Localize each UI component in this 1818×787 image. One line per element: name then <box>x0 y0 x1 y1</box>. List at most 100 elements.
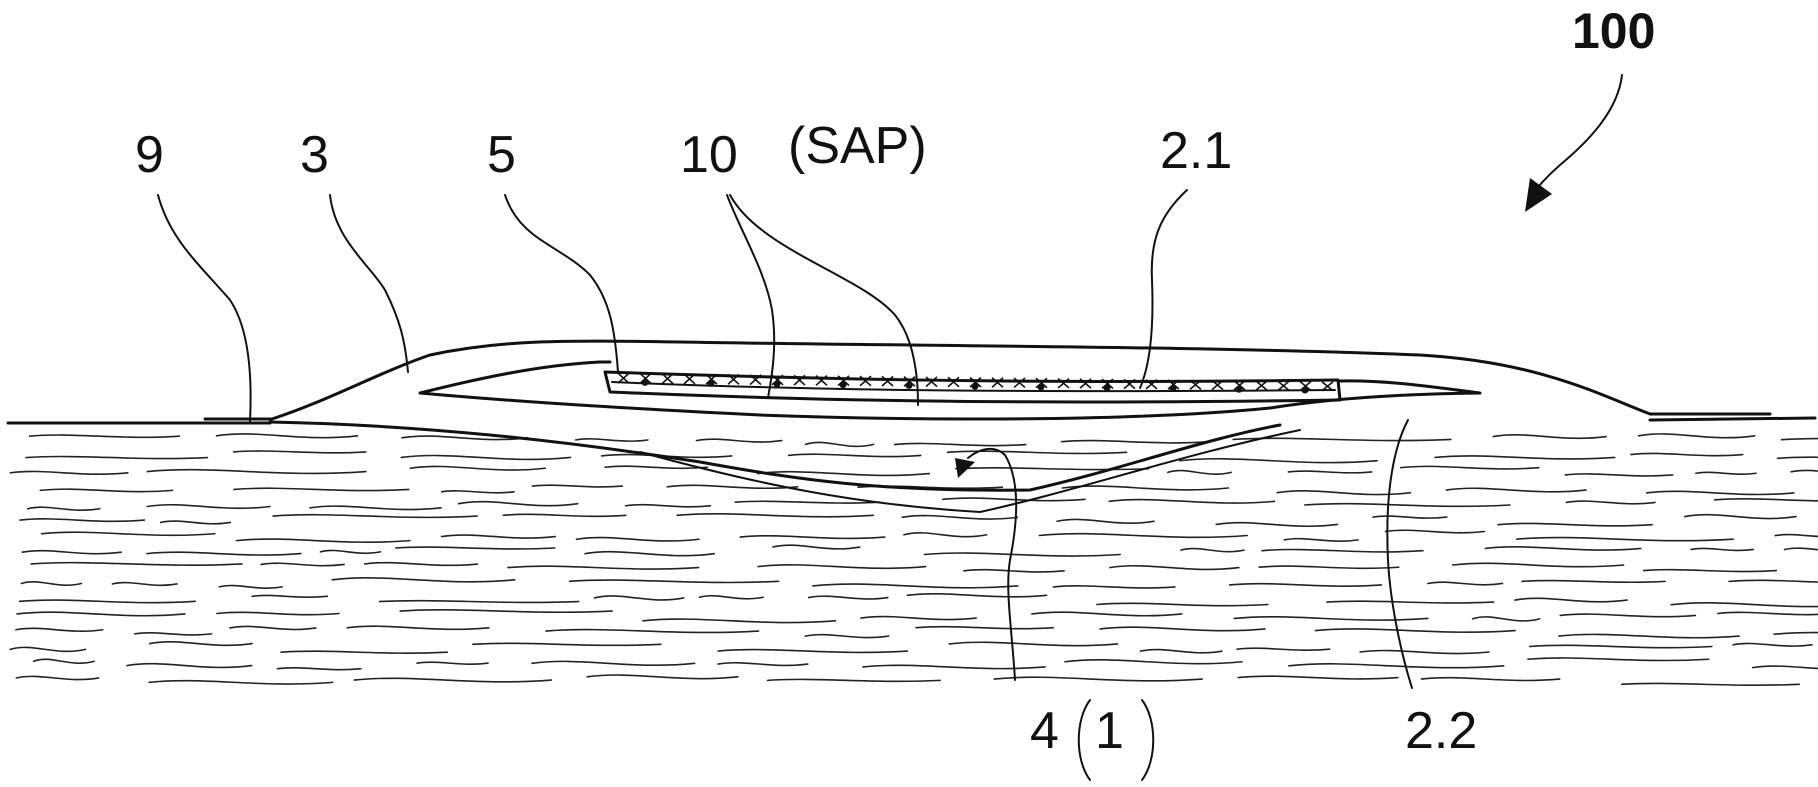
tissue-line <box>1385 530 1484 533</box>
tissue-line <box>1631 453 1743 455</box>
tissue-line <box>135 633 212 635</box>
tissue-line <box>234 451 366 453</box>
tissue-line <box>902 516 1017 519</box>
tissue-line <box>1284 539 1358 542</box>
tissue-line <box>150 642 252 646</box>
tissue-line <box>1622 683 1799 685</box>
leader-10b <box>730 195 918 405</box>
tissue-line <box>1498 523 1652 525</box>
tissue-line <box>149 681 333 684</box>
tissue-line <box>1110 566 1239 570</box>
tissue-line <box>1446 488 1586 492</box>
tissue-texture <box>10 434 1818 685</box>
tissue-line <box>1639 434 1755 438</box>
tissue-line <box>217 612 339 614</box>
tissue-line <box>147 505 270 509</box>
tissue-line <box>28 507 100 510</box>
tissue-line <box>234 488 409 490</box>
tissue-line <box>1262 549 1423 551</box>
tissue-line <box>1032 612 1182 616</box>
tissue-line <box>1216 523 1337 527</box>
tissue-line <box>809 596 888 599</box>
leader-9 <box>158 195 251 421</box>
tissue-line <box>813 584 1018 588</box>
tissue-line <box>127 664 252 668</box>
tissue-line <box>1777 457 1818 459</box>
tissue-line <box>1647 491 1794 494</box>
tissue-line <box>1316 629 1516 632</box>
tissue-line <box>576 538 698 541</box>
label-5: 5 <box>487 126 516 184</box>
tissue-line <box>112 583 177 586</box>
tissue-line <box>1054 586 1175 588</box>
tissue-line <box>1421 678 1559 681</box>
tissue-line <box>643 619 836 622</box>
tissue-line <box>1140 650 1221 653</box>
tissue-line <box>1401 466 1539 469</box>
tissue-line <box>261 563 344 565</box>
tissue-line <box>1109 500 1274 503</box>
tissue-line <box>281 651 447 653</box>
sap-particle <box>1104 384 1111 391</box>
tissue-line <box>1168 471 1231 475</box>
label-10: 10 <box>680 126 738 184</box>
sap-particle <box>1302 387 1309 394</box>
tissue-line <box>410 466 545 470</box>
tissue-line <box>1696 472 1756 474</box>
tissue-line <box>916 627 1053 629</box>
label-sap: (SAP) <box>788 117 927 175</box>
tissue-line <box>1288 471 1371 473</box>
tissue-line <box>1100 627 1265 631</box>
tissue-line <box>1560 614 1695 617</box>
label-9: 9 <box>135 126 164 184</box>
tissue-line <box>380 601 579 603</box>
label-3: 3 <box>300 126 329 184</box>
tissue-line <box>1238 676 1398 679</box>
tissue-line <box>576 439 648 441</box>
sap-particle <box>774 380 781 387</box>
tissue-line <box>1373 516 1447 518</box>
tissue-line <box>1259 566 1398 568</box>
tissue-line <box>1039 534 1247 538</box>
tissue-line <box>1237 648 1330 650</box>
tissue-line <box>147 552 301 555</box>
tissue-line <box>949 642 1117 645</box>
tissue-line <box>17 612 185 616</box>
tissue-line <box>907 594 1046 597</box>
tissue-line <box>532 485 622 487</box>
paren-open <box>1079 700 1090 780</box>
tissue-line <box>30 435 180 437</box>
tissue-line <box>585 552 714 556</box>
tissue-line <box>805 635 888 638</box>
arrowhead-100 <box>1525 178 1552 212</box>
tissue-line <box>895 443 1026 445</box>
label-2-1: 2.1 <box>1160 122 1232 180</box>
tissue-line <box>31 563 242 566</box>
tissue-line <box>1485 547 1640 550</box>
tissue-line <box>1277 491 1410 495</box>
tissue-line <box>236 539 409 542</box>
tissue-line <box>1515 598 1627 601</box>
tissue-line <box>861 617 976 620</box>
sap-particle <box>972 383 979 390</box>
tissue-line <box>718 650 907 653</box>
tissue-line <box>401 455 570 459</box>
tissue-line <box>1181 549 1244 552</box>
label-100: 100 <box>1572 3 1655 59</box>
tissue-line <box>22 551 121 554</box>
tissue-line <box>217 434 358 438</box>
tissue-line <box>40 489 172 492</box>
tissue-line <box>1559 634 1739 637</box>
tissue-line <box>354 678 551 682</box>
tissue-line <box>1305 504 1510 507</box>
tissue-line <box>332 578 515 582</box>
tissue-line <box>10 471 128 474</box>
leader-2-1 <box>1140 190 1187 388</box>
sap-particle <box>840 381 847 388</box>
tissue-line <box>26 457 207 459</box>
tissue-line <box>273 515 477 518</box>
tissue-line <box>1289 664 1504 668</box>
tissue-line <box>570 580 779 582</box>
tissue-line <box>964 570 1064 572</box>
tissue-line <box>773 545 860 549</box>
